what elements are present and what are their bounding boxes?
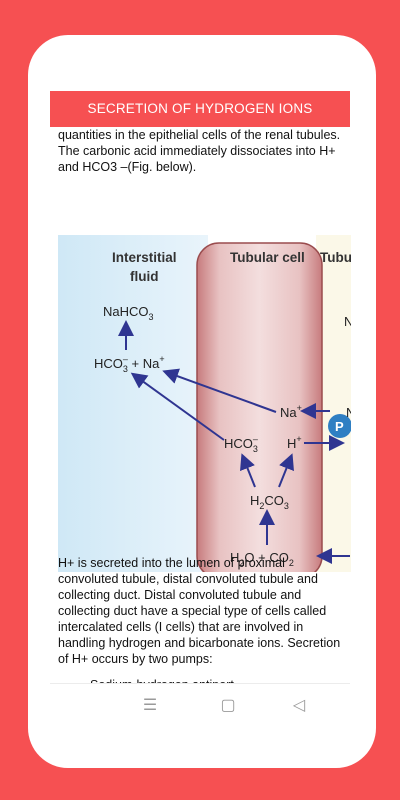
nahco3-label: NaHCO3 — [103, 304, 154, 322]
arrow-h2co3-to-hco3 — [240, 453, 256, 488]
hco3-cell-label: HCO3– — [224, 434, 258, 454]
intro-paragraph: quantities in the epithelial cells of th… — [58, 128, 341, 174]
pump-p-label: P — [335, 419, 344, 434]
h2o-co2-label: H2O + CO2 — [230, 550, 294, 568]
figure-svg: Interstitial fluid Tubular cell Tubu NaH… — [58, 235, 351, 572]
interstitial-label-line1: Interstitial — [112, 250, 177, 265]
body-paragraph: H+ is secreted into the lumen of proxima… — [58, 556, 341, 666]
pump-p-icon — [328, 414, 351, 438]
tubular-lumen-label: Tubu — [320, 250, 351, 265]
android-nav-bar: ☰ ▢ ◁ — [50, 683, 350, 728]
intro-text-block: quantities in the epithelial cells of th… — [58, 127, 348, 175]
home-icon[interactable]: ▢ — [220, 697, 236, 714]
h2co3-label: H2CO3 — [250, 493, 289, 511]
phone-frame: SECRETION OF HYDROGEN IONS quantities in… — [28, 35, 376, 768]
tubular-cell-region — [196, 242, 323, 572]
interstitial-fluid-region — [58, 235, 208, 572]
arrow-hco3-to-interstitial — [130, 372, 225, 441]
h-cell-label: H+ — [287, 434, 302, 451]
hco3-na-label: HCO3– + Na+ — [94, 354, 165, 374]
lumen-n-label-1: N — [346, 405, 351, 420]
arrow-h2co3-to-h — [278, 453, 294, 488]
tubular-cell-label: Tubular cell — [230, 250, 305, 265]
arrow-na-to-interstitial — [162, 368, 277, 413]
interstitial-label-line2: fluid — [130, 269, 159, 284]
hydrogen-secretion-figure: Interstitial fluid Tubular cell Tubu NaH… — [58, 200, 351, 572]
back-icon[interactable]: ◁ — [292, 697, 306, 714]
menu-icon[interactable]: ☰ — [142, 697, 158, 714]
lumen-n-label-2: N — [344, 314, 351, 329]
page-title: SECRETION OF HYDROGEN IONS — [50, 91, 350, 127]
na-cell-label: Na+ — [280, 403, 302, 420]
cutoff-list-item: Sodium-hydrogen antiport — [90, 677, 340, 687]
